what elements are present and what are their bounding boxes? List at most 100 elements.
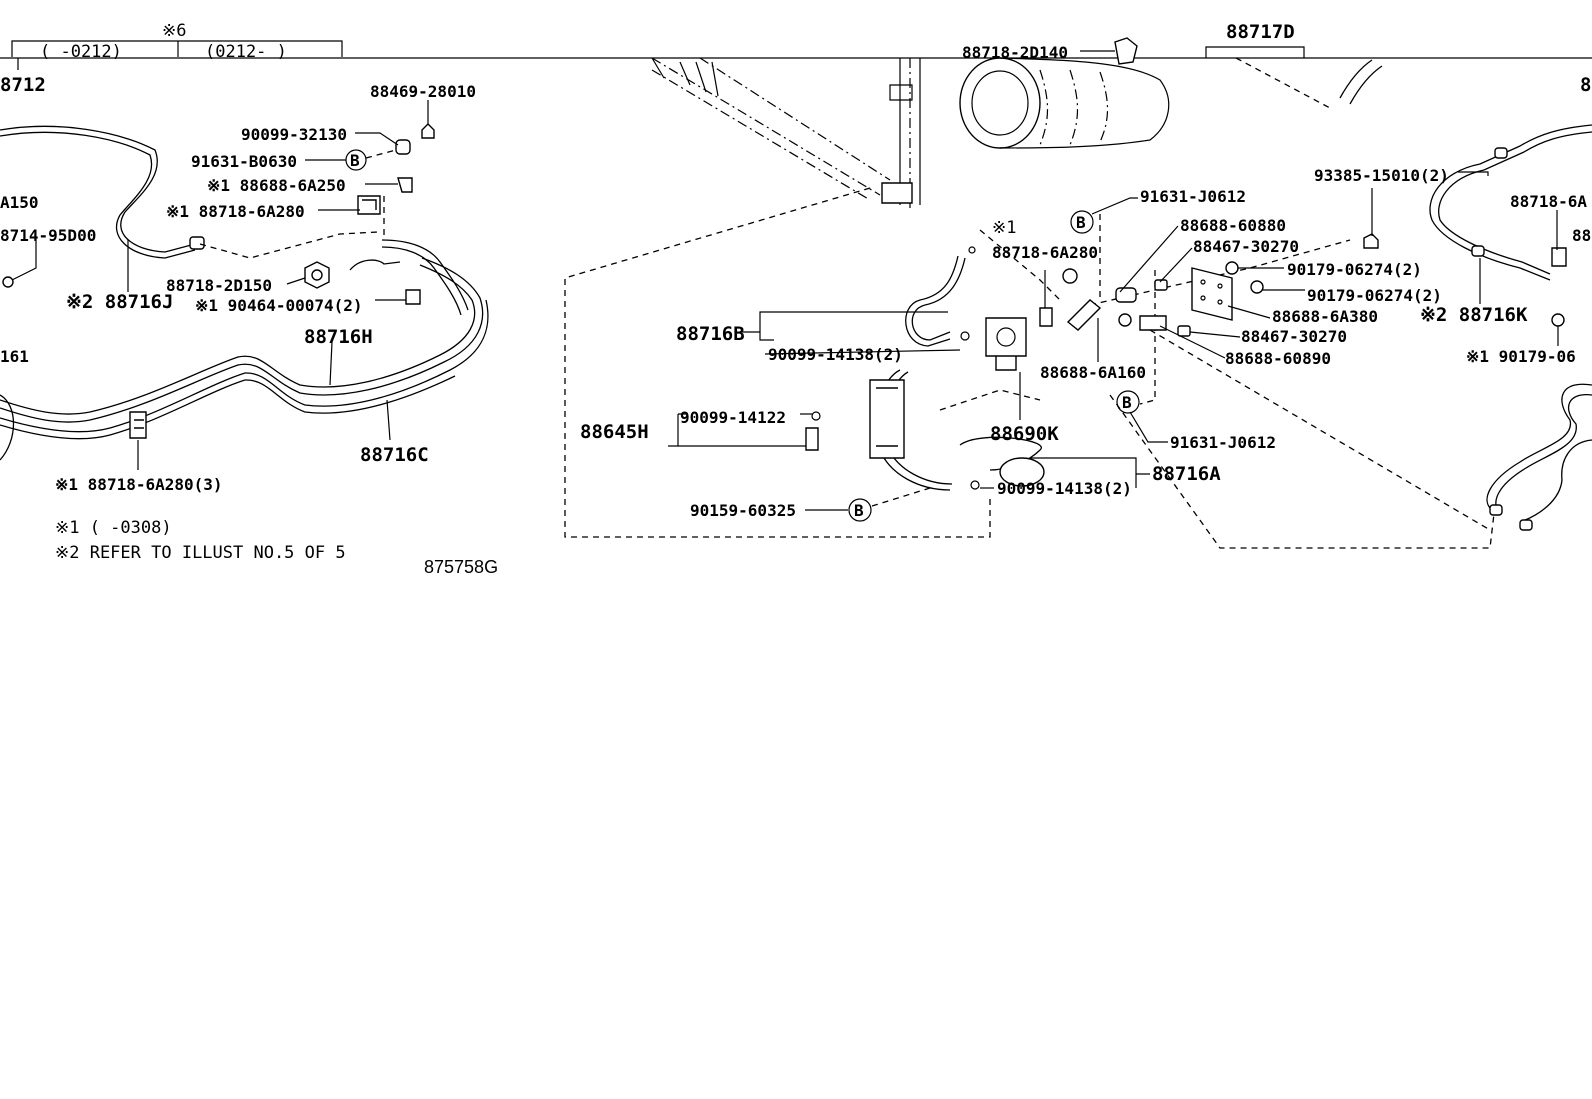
- top-right-group: 88717D: [1226, 21, 1295, 43]
- label-88718-2d140: 88718-2D140: [962, 43, 1068, 62]
- pipe-nut-right-bot-icon: [1489, 504, 1503, 516]
- label-cut-95d00: 8714-95D00: [0, 226, 96, 245]
- label-88467-30270-bot: 88467-30270: [1241, 327, 1347, 346]
- dash-b-bottom: [871, 487, 931, 507]
- dash-center-vertical: [1139, 270, 1156, 405]
- leader-95d00: [11, 237, 37, 281]
- fitting-95d00-icon: [2, 276, 14, 288]
- label-88718-6a-right: 88718-6A: [1510, 192, 1587, 211]
- dash-88717d: [1235, 57, 1331, 109]
- pipe-88716j-inner: [0, 131, 196, 259]
- clamp-88718-6a-right-icon: [1551, 247, 1567, 267]
- leader-93385-right: [1458, 171, 1489, 176]
- range-left-label: ( -0212): [40, 42, 122, 62]
- leader-88718-2d150: [286, 277, 306, 285]
- oring-90099-14138-top-icon: [960, 331, 970, 341]
- callout-b-top-circle: [1070, 210, 1094, 234]
- bolt-90179-06274-a-icon: [1225, 261, 1239, 275]
- label-90099-14138-top: 90099-14138(2): [768, 345, 903, 364]
- leader-88688-6a380: [1227, 305, 1271, 319]
- callout-b-mid-circle: [1116, 390, 1140, 414]
- right-section: 93385-15010(2) 88718-6A 88 ※2 88716K ※1 …: [1314, 124, 1592, 531]
- center-section: B B B 91631-J0612 88688-60880 ※1 88718-6…: [564, 37, 1496, 549]
- dash-mark1: [979, 229, 1061, 301]
- edge-right-label: 8: [1580, 74, 1591, 96]
- label-93385-15010: 93385-15010(2): [1314, 166, 1449, 185]
- label-88716c: 88716C: [360, 444, 429, 466]
- plate-88688-6a380-icon: [1191, 267, 1233, 321]
- leader-88645h-bracket: [668, 414, 679, 447]
- label-88688-60880: 88688-60880: [1180, 216, 1286, 235]
- pipe-branch-inner: [381, 246, 462, 316]
- label-91631-j0612-bot: 91631-J0612: [1170, 433, 1276, 452]
- switch-88645h-icon: [805, 427, 819, 451]
- pipe-88716b-inner: [905, 255, 959, 347]
- dash-boundary-right: [1109, 394, 1496, 549]
- illustration-code: 875758G: [424, 557, 498, 577]
- label-91631-j0612-top: 91631-J0612: [1140, 187, 1246, 206]
- pipe-right-lower-2: [1519, 439, 1592, 523]
- dash-b-left: [365, 149, 397, 159]
- leader-88467-30270-bot: [1189, 331, 1241, 338]
- condenser-sketch: [651, 57, 921, 210]
- compressor-sketch: [959, 37, 1170, 149]
- leader-88467-30270-top: [1159, 247, 1193, 283]
- pipe-right-lower: [1486, 383, 1592, 511]
- clamp-88688-60880-icon: [1115, 287, 1137, 303]
- label-90464-00074: ※1 90464-00074(2): [195, 296, 363, 315]
- label-mark1: ※1: [992, 218, 1016, 238]
- header: ※6 ( -0212) (0212- ) 8712 88718-2D140 88…: [0, 21, 1592, 96]
- leader-88716c: [386, 399, 391, 441]
- clamp-88688-60890-icon: [1139, 315, 1167, 331]
- leader-88688-60890: [1159, 325, 1226, 359]
- plate-hole-3: [1200, 295, 1206, 301]
- label-90179-06274-b: 90179-06274(2): [1307, 286, 1442, 305]
- label-88716k: ※2 88716K: [1420, 304, 1528, 326]
- leader-90099-32130: [355, 132, 399, 146]
- label-88-right: 88: [1572, 226, 1591, 245]
- pipe-88716c: [0, 299, 489, 433]
- label-cut-a150: A150: [0, 193, 39, 212]
- dash-boundary-left: [564, 187, 991, 538]
- label-88716a: 88716A: [1152, 463, 1221, 485]
- note-1: ※1 ( -0308): [55, 518, 172, 538]
- leader-91631-j0612-top: [1091, 197, 1138, 215]
- plate-hole-2: [1217, 283, 1223, 289]
- range-bracket: [11, 40, 343, 57]
- left-group-number: 8712: [0, 74, 46, 96]
- label-88690k: 88690K: [990, 423, 1059, 445]
- bolt-88469-28010-icon: [421, 123, 435, 139]
- pipe-88716c-inner: [0, 375, 456, 440]
- callout-b-bottom: B: [854, 501, 864, 520]
- pipe-top-right: [1339, 59, 1373, 99]
- label-88718-2d150: 88718-2D150: [166, 276, 272, 295]
- label-91631-b0630: 91631-B0630: [191, 152, 297, 171]
- label-88688-6a160: 88688-6A160: [1040, 363, 1146, 382]
- notes: ※1 ( -0308) ※2 REFER TO ILLUST NO.5 OF 5…: [55, 518, 498, 577]
- label-90099-32130: 90099-32130: [241, 125, 347, 144]
- oring-90099-14138-bot-icon: [970, 480, 980, 490]
- label-cut-161: 161: [0, 347, 29, 366]
- pipe-88716h: [0, 264, 476, 415]
- label-88467-30270-top: 88467-30270: [1193, 237, 1299, 256]
- pipe-small-loop: [349, 259, 401, 271]
- oring-90099-14122-icon: [811, 411, 821, 421]
- pipe-nut-right-top-icon: [1494, 147, 1508, 159]
- label-88688-6a380: 88688-6A380: [1272, 307, 1378, 326]
- callout-b-mid: B: [1122, 393, 1132, 412]
- label-88688-6a250: ※1 88688-6A250: [207, 176, 346, 195]
- plate-hole-4: [1217, 299, 1223, 305]
- pipe-nut-icon: [189, 236, 205, 250]
- pipe-88716j: [0, 125, 196, 253]
- callout-b-top: B: [1076, 213, 1086, 232]
- label-90179-06274-a: 90179-06274(2): [1287, 260, 1422, 279]
- plate-hole-1: [1200, 279, 1206, 285]
- nut-90099-32130-icon: [395, 139, 411, 155]
- valve-88690k-icon: [985, 317, 1027, 371]
- pipe-top-right-inner: [1349, 65, 1383, 105]
- hex-nut-hole-icon: [311, 269, 323, 281]
- note-2: ※2 REFER TO ILLUST NO.5 OF 5: [55, 543, 346, 563]
- label-88718-6a280: ※1 88718-6A280: [166, 202, 305, 221]
- bolt-90179-06-right-icon: [1551, 313, 1565, 327]
